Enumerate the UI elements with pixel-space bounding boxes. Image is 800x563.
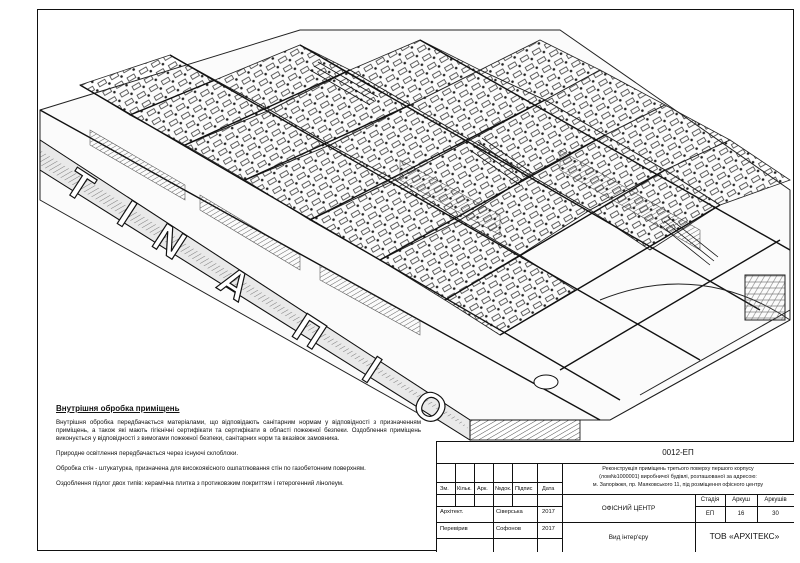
sheets-label: Аркушів: [764, 497, 787, 503]
round-table: [533, 374, 559, 390]
header-date: Дата: [542, 486, 555, 492]
notes-title: Внутрішня обробка приміщень: [56, 404, 180, 413]
notes-paragraph: Обробка стін - штукатурка, призначена дл…: [56, 465, 366, 472]
staff-name: Софонов: [496, 526, 521, 532]
staff-name: Сіверська: [496, 509, 523, 515]
staff-date: 2017: [542, 526, 555, 532]
sheet-frame: [37, 9, 794, 551]
project-description-line: Реконструкція приміщень третього поверху…: [602, 466, 754, 472]
notes-paragraph: Оздоблення підлог двох типів: керамічна …: [56, 480, 344, 487]
sheet-label: Аркуш: [732, 497, 750, 503]
header-count: Кільк.: [457, 486, 472, 492]
company-name: ТОВ «АРХІТЕКС»: [709, 531, 780, 541]
header-change: Зм.: [440, 486, 449, 492]
sheet-value: 16: [737, 511, 745, 517]
object-name: ОФІСНИЙ ЦЕНТР: [601, 505, 656, 512]
staff-role: Перевірив: [440, 526, 468, 532]
stage-label: Стадія: [700, 497, 720, 503]
sheet-title: Вид інтер'єру: [608, 534, 649, 541]
glass-partitions: [89, 129, 701, 336]
notes-paragraph: Природне освітлення передбачається через…: [56, 450, 239, 457]
notes-paragraph: Внутрішня обробка передбачається матеріа…: [56, 419, 421, 442]
header-doc: №док.: [495, 486, 512, 492]
stairs: [309, 57, 719, 266]
project-code: 0012-ЕП: [662, 448, 694, 457]
right-structure: [599, 274, 791, 421]
staff-role: Архітект.: [440, 509, 464, 515]
project-description-line: (лом№1000001) виробничої будівлі, розташ…: [599, 474, 757, 480]
project-description-line: м. Запоріжжя, пр. Маяковського 11, під р…: [592, 482, 764, 488]
notes-block: Внутрішня обробка приміщень Внутрішня об…: [56, 405, 421, 495]
title-block: 0012-ЕП Реконструкція приміщень третього…: [436, 441, 794, 552]
header-sheet: Арк.: [477, 486, 488, 492]
staff-date: 2017: [542, 509, 555, 515]
sheets-value: 30: [772, 511, 779, 517]
header-signature: Підпис: [515, 486, 533, 492]
stage-value: ЕП: [705, 511, 715, 517]
